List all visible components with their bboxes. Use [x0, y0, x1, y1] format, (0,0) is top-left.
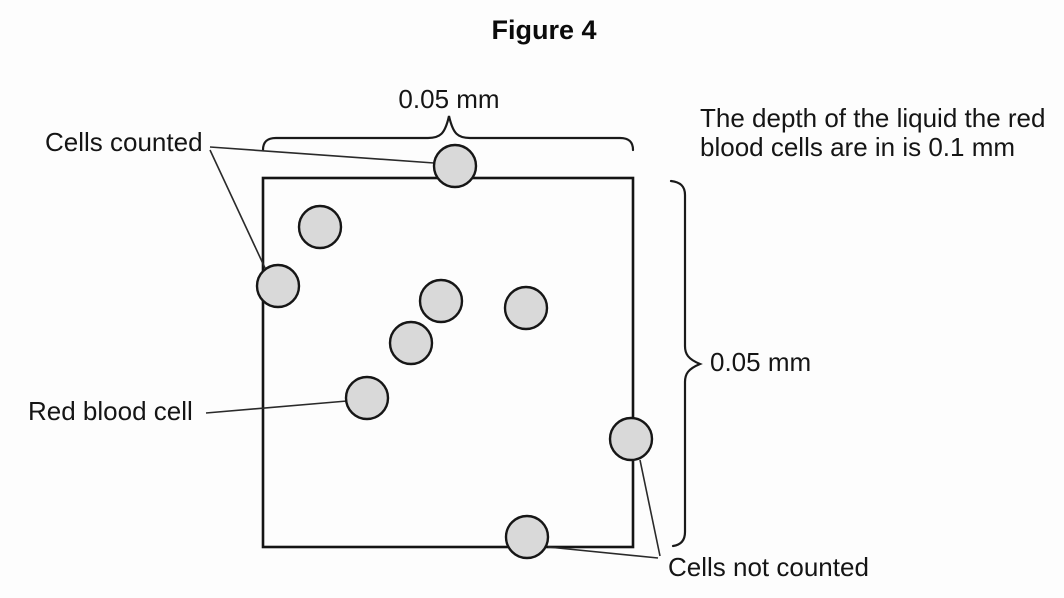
- red-blood-cell-inside-center-right: [503, 285, 549, 331]
- cells-not-counted-leader-right-cell: [639, 459, 661, 557]
- red-blood-cell-on-bottom-edge-not-counted: [504, 514, 550, 560]
- top-width-brace: [261, 115, 635, 152]
- cells-not-counted-leader-bottom-cell: [547, 546, 659, 559]
- cells-not-counted-label: Cells not counted: [668, 552, 869, 582]
- cells-counted-leader-top-cell: [209, 146, 435, 164]
- red-blood-cell-inside-center: [418, 278, 464, 324]
- red-blood-cell-on-right-edge-not-counted: [608, 416, 654, 462]
- side-dimension-label: 0.05 mm: [710, 347, 811, 377]
- cells-layer: [255, 143, 654, 560]
- depth-note-line-1: The depth of the liquid the red: [700, 103, 1045, 133]
- red-blood-cell-inside-center-lower: [388, 320, 434, 366]
- red-blood-cell-on-left-edge: [255, 263, 301, 309]
- figure-title: Figure 4: [491, 15, 596, 45]
- right-height-brace: [669, 179, 703, 548]
- red-blood-cell-inside-upper-left: [297, 204, 343, 250]
- cells-counted-label: Cells counted: [45, 127, 203, 157]
- top-dimension-label: 0.05 mm: [398, 84, 499, 114]
- red-blood-cell-leader: [205, 400, 348, 414]
- red-blood-cell-inside-lower-left: [344, 375, 390, 421]
- cells-counted-leader-left-cell: [209, 149, 266, 269]
- red-blood-cell-on-top-edge: [432, 143, 478, 189]
- red-blood-cell-label: Red blood cell: [28, 396, 193, 426]
- depth-note-line-2: blood cells are in is 0.1 mm: [700, 132, 1015, 162]
